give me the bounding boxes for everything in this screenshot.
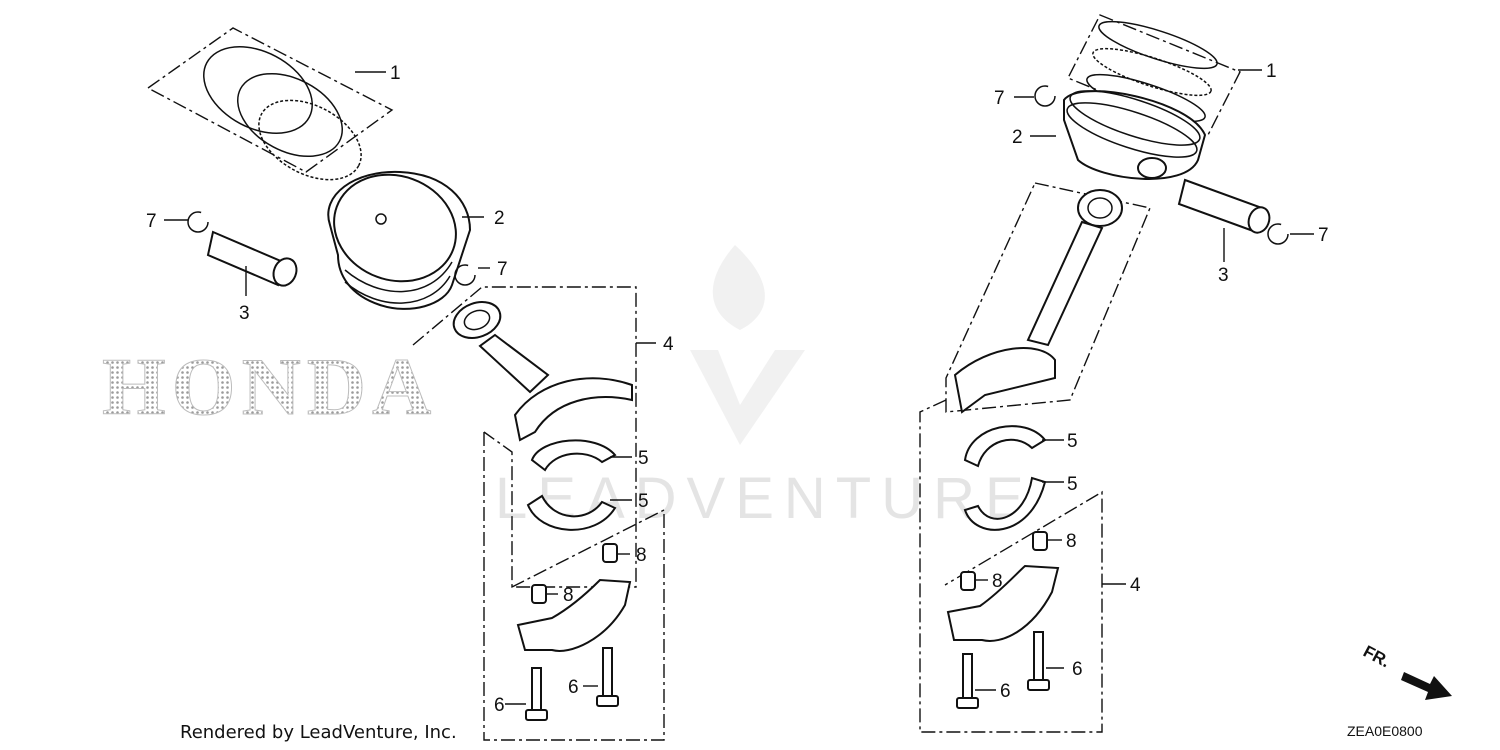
right-callout-2: 2: [1012, 127, 1023, 148]
right-callout-1: 1: [1266, 61, 1277, 82]
right-callout-6b: 6: [1072, 659, 1083, 680]
right-callout-5a: 5: [1067, 431, 1078, 452]
left-pin-clip-a[interactable]: [187, 211, 209, 233]
left-connecting-rod[interactable]: [449, 296, 633, 442]
left-callout-5b: 5: [638, 491, 649, 512]
left-callout-3: 3: [239, 303, 250, 324]
left-piston-pin[interactable]: [206, 230, 300, 289]
left-rod-cap[interactable]: [516, 578, 632, 652]
left-callout-7a: 7: [146, 211, 157, 232]
right-callout-8a: 8: [1066, 531, 1077, 552]
right-ring-set-box: [1067, 14, 1241, 136]
right-conrod-box: [945, 182, 1151, 413]
right-rod-cap[interactable]: [946, 564, 1060, 642]
left-piston[interactable]: [319, 158, 472, 310]
left-conrod-box: [412, 286, 637, 588]
left-dowel-lower[interactable]: [531, 584, 547, 604]
right-dowel-lower[interactable]: [960, 571, 976, 591]
rendered-by-credit: Rendered by LeadVenture, Inc.: [180, 722, 457, 743]
right-bearing-upper[interactable]: [963, 425, 1047, 468]
right-pin-clip-b[interactable]: [1267, 223, 1289, 245]
left-callout-4: 4: [663, 334, 674, 355]
right-piston[interactable]: [1062, 80, 1207, 180]
left-cap-bolt-b[interactable]: [596, 647, 619, 707]
left-callout-8a: 8: [636, 545, 647, 566]
right-callout-3: 3: [1218, 265, 1229, 286]
right-callout-5b: 5: [1067, 474, 1078, 495]
left-callout-7b: 7: [497, 259, 508, 280]
right-connecting-rod[interactable]: [953, 189, 1123, 414]
front-direction-arrow-icon: [1401, 672, 1452, 700]
right-callout-7a: 7: [994, 88, 1005, 109]
left-callout-5a: 5: [638, 448, 649, 469]
left-callout-2: 2: [494, 208, 505, 229]
right-pin-clip-a[interactable]: [1034, 85, 1056, 107]
right-piston-pin[interactable]: [1177, 178, 1273, 236]
right-callout-8b: 8: [992, 571, 1003, 592]
left-callout-1: 1: [390, 63, 401, 84]
front-direction-label: FR.: [1360, 642, 1393, 672]
right-cap-bolt-a[interactable]: [956, 653, 979, 709]
left-callout-6b: 6: [568, 677, 579, 698]
left-callout-8b: 8: [563, 585, 574, 606]
left-callout-6a: 6: [494, 695, 505, 716]
left-ring-set-box: [146, 27, 394, 173]
left-piston-rings[interactable]: [189, 29, 375, 196]
right-callout-4: 4: [1130, 575, 1141, 596]
left-dowel-upper[interactable]: [602, 543, 618, 563]
left-bearing-lower[interactable]: [526, 494, 617, 531]
left-pin-clip-b[interactable]: [454, 264, 476, 286]
right-dowel-upper[interactable]: [1032, 531, 1048, 551]
honda-watermark: HONDA: [102, 341, 437, 432]
right-callout-6a: 6: [1000, 681, 1011, 702]
leadventure-logo-icon: [690, 245, 805, 445]
left-bearing-upper[interactable]: [530, 439, 617, 472]
diagram-code: ZEA0E0800: [1347, 723, 1423, 739]
right-callout-7b: 7: [1318, 225, 1329, 246]
right-cap-bolt-b[interactable]: [1027, 631, 1050, 691]
left-cap-bolt-a[interactable]: [525, 667, 548, 721]
